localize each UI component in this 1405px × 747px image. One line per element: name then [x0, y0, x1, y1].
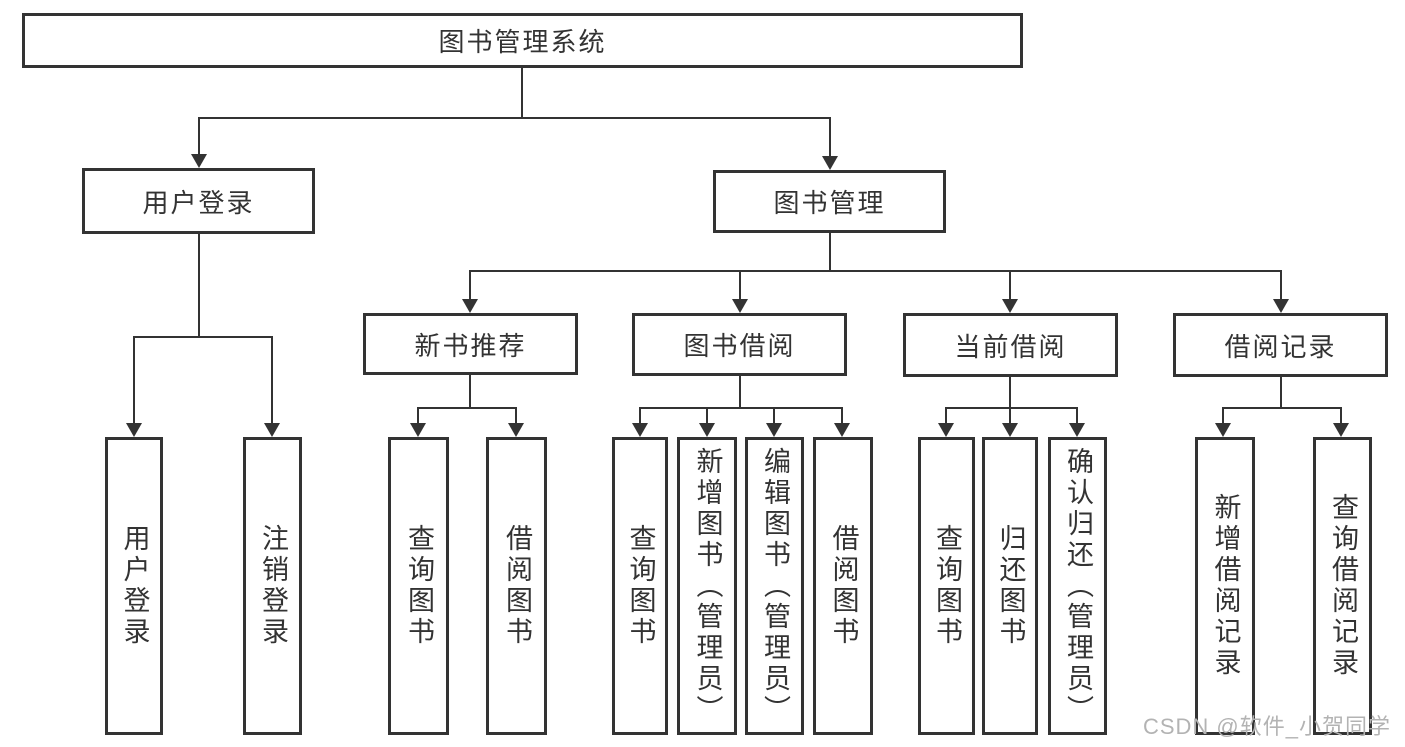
node-new-book-recommendation: 新书推荐	[363, 313, 578, 375]
node-logout-label: 注销登录	[258, 524, 288, 648]
bar-level2	[198, 117, 831, 119]
node-book-borrowing: 图书借阅	[632, 313, 847, 376]
node-user-login-leaf-label: 用户登录	[119, 524, 150, 648]
node-query-books-current-label: 查询图书	[932, 524, 962, 648]
node-user-login-leaf: 用户登录	[105, 437, 163, 735]
stub-book-borrowing	[739, 376, 741, 408]
arrow-to-query-books-borrowing-shaft	[639, 407, 641, 425]
node-add-books-admin: 新增图书（管理员）	[677, 437, 737, 735]
node-query-books-current: 查询图书	[918, 437, 975, 735]
node-return-books-label: 归还图书	[995, 524, 1026, 648]
stub-user-login	[198, 234, 200, 337]
arrow-to-add-books-admin-head	[699, 423, 715, 437]
node-library-management-system-label: 图书管理系统	[438, 27, 607, 57]
node-edit-books-admin: 编辑图书（管理员）	[745, 437, 804, 735]
node-query-books-recommend: 查询图书	[388, 437, 449, 735]
arrow-to-return-books-head	[1002, 423, 1018, 437]
node-query-borrow-record: 查询借阅记录	[1313, 437, 1372, 735]
stub-new-book	[469, 375, 471, 408]
node-add-borrow-record-label: 新增借阅记录	[1210, 493, 1241, 679]
node-confirm-return-admin: 确认归还（管理员）	[1048, 437, 1107, 735]
arrow-to-book-borrowing-shaft	[739, 271, 741, 301]
arrow-to-query-books-current-head	[938, 423, 954, 437]
arrow-to-user-login-leaf-head	[126, 423, 142, 437]
node-borrow-books-recommend-label: 借阅图书	[502, 524, 532, 648]
arrow-to-query-books-recommend-shaft	[417, 407, 419, 425]
arrow-to-user-login-leaf-shaft	[133, 336, 135, 425]
node-user-login-label: 用户登录	[142, 187, 255, 218]
node-logout: 注销登录	[243, 437, 302, 735]
bar-current-borrowing-group	[945, 407, 1078, 409]
node-borrowing-records: 借阅记录	[1173, 313, 1388, 377]
bar-new-book-group	[417, 407, 517, 409]
node-current-borrowing: 当前借阅	[903, 313, 1118, 377]
arrow-to-user-login-head	[191, 154, 207, 168]
arrow-to-query-borrow-record-shaft	[1340, 407, 1342, 425]
arrow-to-book-management-head	[822, 156, 838, 170]
node-return-books: 归还图书	[982, 437, 1038, 735]
csdn-watermark: CSDN @软件_小贺同学	[1142, 714, 1391, 739]
node-edit-books-admin-label: 编辑图书（管理员）	[760, 446, 790, 726]
arrow-to-add-borrow-record-head	[1215, 423, 1231, 437]
node-borrow-books-borrowing: 借阅图书	[813, 437, 873, 735]
stub-book-management	[829, 233, 831, 271]
node-borrowing-records-label: 借阅记录	[1224, 331, 1337, 362]
stub-current-borrowing	[1009, 377, 1011, 408]
arrow-to-new-book-head	[462, 299, 478, 313]
arrow-to-borrow-books-borrowing-shaft	[841, 407, 843, 425]
arrow-to-add-borrow-record-shaft	[1222, 407, 1224, 425]
arrow-to-user-login-shaft	[198, 117, 200, 156]
arrow-to-borrow-books-recommend-head	[508, 423, 524, 437]
arrow-to-borrow-books-recommend-shaft	[515, 407, 517, 425]
node-add-books-admin-label: 新增图书（管理员）	[692, 446, 723, 726]
arrow-to-new-book-shaft	[469, 271, 471, 301]
arrow-to-query-borrow-record-head	[1333, 423, 1349, 437]
bar-user-login-group	[133, 336, 273, 338]
arrow-to-logout-shaft	[271, 336, 273, 425]
arrow-to-borrowing-records-shaft	[1280, 271, 1282, 301]
arrow-to-query-books-recommend-head	[410, 423, 426, 437]
node-confirm-return-admin-label: 确认归还（管理员）	[1063, 446, 1093, 726]
stub-borrowing-records	[1280, 377, 1282, 408]
arrow-to-query-books-current-shaft	[945, 407, 947, 425]
node-query-books-borrowing: 查询图书	[612, 437, 668, 735]
node-book-management: 图书管理	[713, 170, 946, 233]
node-add-borrow-record: 新增借阅记录	[1195, 437, 1255, 735]
arrow-to-book-borrowing-head	[732, 299, 748, 313]
node-query-books-borrowing-label: 查询图书	[625, 524, 656, 648]
arrow-to-current-borrowing-shaft	[1009, 271, 1011, 301]
bar-book-borrowing-group	[639, 407, 843, 409]
arrow-to-return-books-shaft	[1009, 407, 1011, 425]
arrow-to-book-management-shaft	[829, 117, 831, 158]
arrow-to-add-books-admin-shaft	[706, 407, 708, 425]
arrow-to-borrowing-records-head	[1273, 299, 1289, 313]
arrow-to-logout-head	[264, 423, 280, 437]
arrow-to-confirm-return-admin-shaft	[1076, 407, 1078, 425]
node-library-management-system: 图书管理系统	[22, 13, 1023, 68]
arrow-to-current-borrowing-head	[1002, 299, 1018, 313]
node-new-book-recommendation-label: 新书推荐	[414, 330, 527, 361]
node-user-login: 用户登录	[82, 168, 315, 234]
node-query-books-recommend-label: 查询图书	[404, 524, 434, 648]
arrow-to-edit-books-admin-shaft	[773, 407, 775, 425]
node-query-borrow-record-label: 查询借阅记录	[1328, 493, 1358, 679]
arrow-to-confirm-return-admin-head	[1069, 423, 1085, 437]
node-current-borrowing-label: 当前借阅	[954, 331, 1067, 362]
arrow-to-query-books-borrowing-head	[632, 423, 648, 437]
stub-root	[521, 68, 523, 118]
arrow-to-borrow-books-borrowing-head	[834, 423, 850, 437]
node-book-management-label: 图书管理	[773, 188, 886, 218]
node-book-borrowing-label: 图书借阅	[683, 331, 796, 361]
bar-level3	[469, 270, 1282, 272]
arrow-to-edit-books-admin-head	[766, 423, 782, 437]
node-borrow-books-recommend: 借阅图书	[486, 437, 547, 735]
bar-borrowing-records-group	[1222, 407, 1342, 409]
node-borrow-books-borrowing-label: 借阅图书	[828, 524, 859, 648]
